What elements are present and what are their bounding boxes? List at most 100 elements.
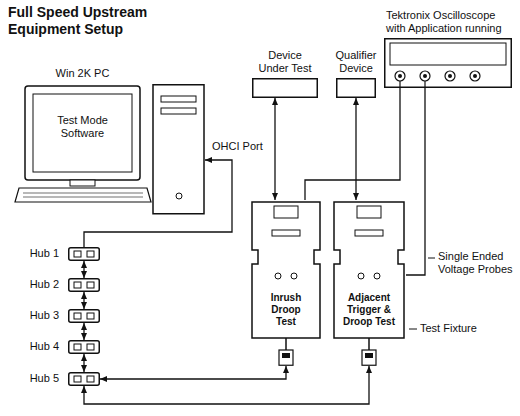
hub-node: Hub 5	[68, 372, 100, 386]
usb-plug	[279, 350, 293, 365]
hub-node: Hub 1	[68, 247, 100, 261]
callout-label: Test Fixture	[420, 322, 477, 335]
cable	[368, 338, 370, 350]
hub-node: Hub 3	[68, 309, 100, 323]
channel-input	[420, 71, 430, 81]
device-box	[253, 79, 318, 98]
channel-input	[470, 71, 480, 81]
hub-port	[87, 313, 94, 319]
node-outline	[68, 247, 100, 261]
callout-label: Single Ended Voltage Probes	[438, 250, 516, 276]
leader-line	[428, 258, 435, 259]
test-header	[272, 230, 300, 236]
node-label: Hub 5	[30, 372, 59, 385]
node-outline	[68, 372, 100, 386]
connector	[100, 366, 286, 379]
hub-port	[87, 376, 94, 382]
node-label: Test Mode Software	[43, 114, 122, 140]
box-node: Qualifier Device	[336, 78, 376, 98]
hub-port	[87, 282, 94, 288]
monitor-body	[25, 86, 140, 180]
test-point	[275, 273, 281, 279]
hub-body	[69, 279, 100, 292]
leader-line	[409, 329, 417, 330]
usb-plug-contact	[282, 353, 290, 358]
connector	[83, 261, 84, 278]
connector	[83, 292, 84, 309]
hub-port	[74, 376, 81, 382]
node-outline	[336, 78, 376, 98]
hub-node: Hub 2	[68, 278, 100, 292]
channel-input-pin	[448, 74, 452, 78]
hub-port	[74, 282, 81, 288]
box-node: Device Under Test	[252, 78, 318, 98]
fixture-board	[334, 202, 404, 338]
scope-node: Tektronix Oscilloscope with Application …	[384, 38, 512, 88]
node-outline	[384, 38, 512, 88]
keyboard	[15, 188, 151, 202]
fixture-board	[252, 202, 320, 338]
connector	[274, 98, 275, 200]
test-header	[355, 230, 383, 236]
probe-stub	[424, 81, 425, 88]
node-label: Hub 2	[30, 278, 59, 291]
drive-slot	[161, 108, 196, 114]
test-point	[291, 273, 297, 279]
hub-body	[69, 248, 100, 261]
node-label: Hub 4	[30, 340, 59, 353]
keyboard-keys	[23, 193, 143, 194]
diagram-title: Full Speed Upstream Equipment Setup	[8, 4, 158, 38]
connector	[355, 98, 356, 200]
hub-body	[69, 341, 100, 354]
node-outline	[68, 340, 100, 354]
node-outline	[252, 78, 318, 98]
hub-port	[74, 344, 81, 350]
board-node: Inrush Droop Test	[250, 200, 322, 366]
cable	[285, 338, 287, 350]
probe-stub	[399, 81, 400, 88]
channel-input-pin	[473, 74, 477, 78]
monitor-stand	[70, 180, 95, 186]
receptacle	[357, 206, 381, 218]
node-label: Hub 1	[30, 247, 59, 260]
board-node: Adjacent Trigger & Droop Test	[332, 200, 406, 366]
power-button	[176, 193, 182, 199]
node-outline	[15, 84, 205, 216]
node-label: Hub 3	[30, 309, 59, 322]
node-outline	[68, 309, 100, 323]
hub-port	[74, 251, 81, 257]
connector	[84, 366, 369, 404]
node-label: Win 2K PC	[25, 67, 140, 80]
usb-plug-contact	[365, 353, 373, 358]
node-outline	[68, 278, 100, 292]
node-label: Device Under Test	[254, 49, 316, 75]
channel-input-pin	[398, 74, 402, 78]
hub-port	[87, 251, 94, 257]
hub-node: Hub 4	[68, 340, 100, 354]
keyboard-keys	[23, 197, 143, 198]
pc-tower	[153, 85, 204, 214]
node-label: Tektronix Oscilloscope with Application …	[386, 9, 512, 35]
channel-input	[445, 71, 455, 81]
test-point	[358, 273, 364, 279]
connector	[83, 354, 84, 372]
channel-input	[395, 71, 405, 81]
node-label: Adjacent Trigger & Droop Test	[336, 292, 402, 328]
pc-node: Win 2K PCTest Mode Software	[15, 84, 205, 216]
test-point	[374, 273, 380, 279]
hub-port	[87, 344, 94, 350]
connector	[406, 88, 425, 275]
monitor-screen	[33, 94, 132, 172]
hub-body	[69, 373, 100, 386]
callout-label: OHCI Port	[212, 140, 263, 153]
node-outline	[332, 200, 406, 366]
drive-slot	[161, 96, 196, 102]
connector	[305, 88, 400, 200]
hub-body	[69, 310, 100, 323]
oscilloscope-body	[385, 39, 512, 88]
node-label: Qualifier Device	[328, 49, 384, 75]
hub-port	[74, 313, 81, 319]
usb-plug	[362, 350, 376, 365]
receptacle	[274, 206, 298, 218]
